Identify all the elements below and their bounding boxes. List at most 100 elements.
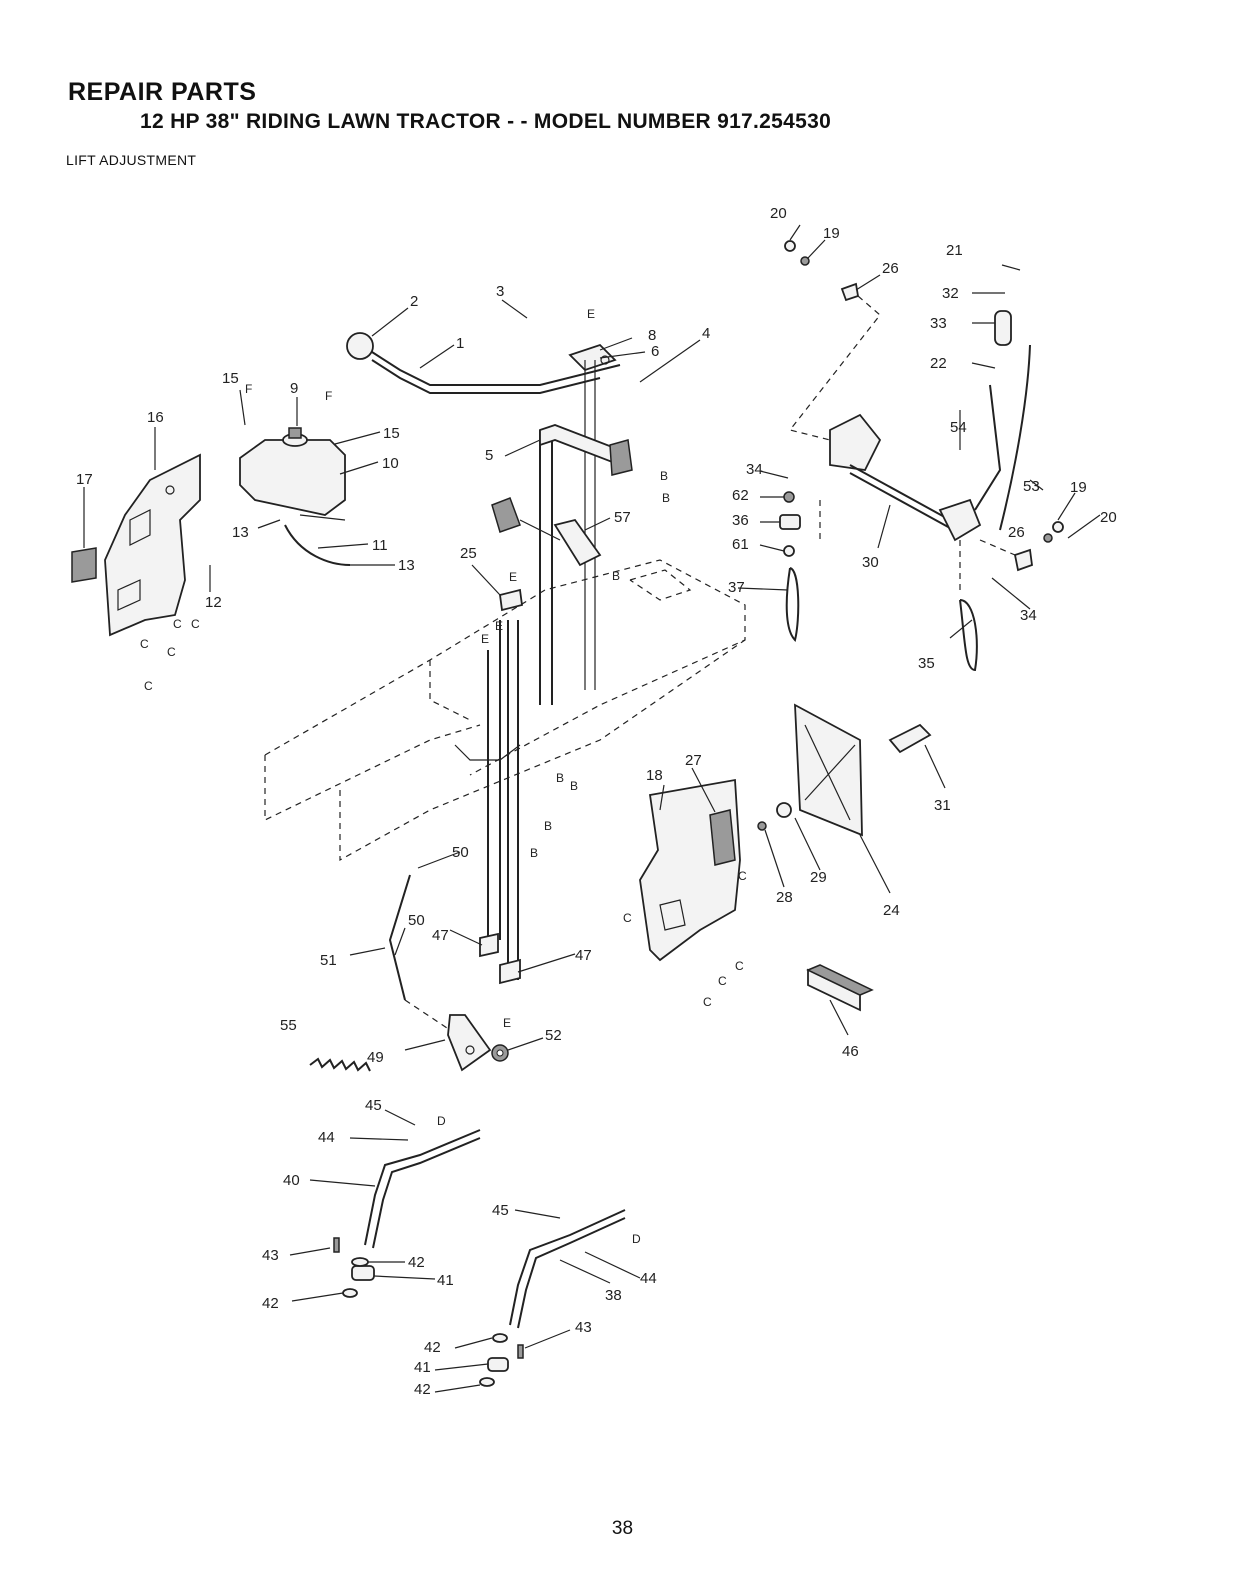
callout-43-left: 43 (262, 1247, 279, 1264)
connector-f: F (245, 382, 252, 396)
callout-28: 28 (776, 889, 793, 906)
callout-55: 55 (280, 1017, 297, 1034)
callout-50-top: 50 (452, 844, 469, 861)
callout-20-right: 20 (1100, 509, 1117, 526)
connector-e: E (587, 307, 595, 321)
connector-c: C (173, 617, 182, 631)
callout-17: 17 (76, 471, 93, 488)
callout-51: 51 (320, 952, 337, 969)
chassis-frame (264, 559, 746, 862)
callout-13-right: 13 (398, 557, 415, 574)
callout-40: 40 (283, 1172, 300, 1189)
lift-rods (487, 360, 596, 980)
callout-12: 12 (205, 594, 222, 611)
connector-b: B (556, 771, 564, 785)
page-title: REPAIR PARTS (68, 78, 257, 106)
callout-43-right: 43 (575, 1319, 592, 1336)
callout-44-left: 44 (318, 1129, 335, 1146)
washer-29 (776, 802, 792, 818)
link-35 (959, 599, 978, 672)
callout-15-left: 15 (222, 370, 239, 387)
page-number: 38 (611, 1518, 634, 1539)
connector-b: B (662, 491, 670, 505)
spring-55 (309, 1057, 371, 1072)
lift-lever (346, 332, 621, 394)
callout-52: 52 (545, 1027, 562, 1044)
callout-45-left: 45 (365, 1097, 382, 1114)
callout-42-b: 42 (262, 1295, 279, 1312)
callout-49: 49 (367, 1049, 384, 1066)
callout-19-top: 19 (823, 225, 840, 242)
callout-1: 1 (456, 335, 464, 352)
callout-26-right: 26 (1008, 524, 1025, 541)
seat-support-24 (794, 703, 863, 837)
callout-29: 29 (810, 869, 827, 886)
page-subtitle: 12 HP 38" RIDING LAWN TRACTOR - - MODEL … (140, 110, 832, 133)
pad-46 (806, 964, 874, 1012)
connector-b: B (544, 819, 552, 833)
callout-19-right: 19 (1070, 479, 1087, 496)
dashed-guides-right (788, 295, 1016, 590)
connector-c: C (735, 959, 744, 973)
bracket-5 (539, 424, 633, 476)
hardware-36-61-62 (779, 491, 801, 557)
connector-c: C (703, 995, 712, 1009)
callout-57: 57 (614, 509, 631, 526)
callout-34-left: 34 (746, 461, 763, 478)
hardware-19-20-26 (784, 240, 1064, 572)
callout-25: 25 (460, 545, 477, 562)
connector-c: C (191, 617, 200, 631)
connector-e: E (509, 570, 517, 584)
callout-9: 9 (290, 380, 298, 397)
callout-50-lower: 50 (408, 912, 425, 929)
connector-b: B (660, 469, 668, 483)
callout-30: 30 (862, 554, 879, 571)
callout-6: 6 (651, 343, 659, 360)
block-25 (499, 588, 523, 612)
lift-arm-38 (479, 1209, 626, 1387)
connector-d: D (437, 1114, 446, 1128)
connector-b: B (570, 779, 578, 793)
lift-arm-40 (333, 1129, 481, 1298)
connector-letters: E E E E E F F B B B B B B B C C C C C C … (140, 307, 747, 1246)
lift-shaft-30 (829, 413, 982, 542)
callout-24: 24 (883, 902, 900, 919)
leader-lines (83, 224, 1101, 1393)
lift-link-51 (388, 874, 451, 1031)
callout-31: 31 (934, 797, 951, 814)
callout-45-right: 45 (492, 1202, 509, 1219)
nut-28 (757, 821, 767, 831)
callout-33: 33 (930, 315, 947, 332)
pivot-bracket (568, 343, 617, 372)
callout-42-d: 42 (414, 1381, 431, 1398)
connector-c: C (623, 911, 632, 925)
connector-b: B (612, 569, 620, 583)
fuel-line-11 (284, 524, 351, 566)
callout-46: 46 (842, 1043, 859, 1060)
callout-26-top: 26 (882, 260, 899, 277)
bolt-31 (888, 723, 932, 754)
callout-47-right: 47 (575, 947, 592, 964)
connector-e: E (495, 619, 503, 633)
callout-61: 61 (732, 536, 749, 553)
fuel-tank (239, 427, 346, 521)
callout-41-right: 41 (414, 1359, 431, 1376)
lever-53 (974, 344, 1031, 531)
connector-c: C (144, 679, 153, 693)
callout-8: 8 (648, 327, 656, 344)
connector-c: C (167, 645, 176, 659)
callout-32: 32 (942, 285, 959, 302)
callout-44-right: 44 (640, 1270, 657, 1287)
callout-36: 36 (732, 512, 749, 529)
callout-62: 62 (732, 487, 749, 504)
connector-e: E (503, 1016, 511, 1030)
fender-panel-left (104, 453, 201, 637)
callout-42-c: 42 (424, 1339, 441, 1356)
callout-27: 27 (685, 752, 702, 769)
link-37 (785, 567, 800, 642)
callout-2: 2 (410, 293, 418, 310)
callout-21: 21 (946, 242, 963, 259)
callout-47-left: 47 (432, 927, 449, 944)
callout-34-right: 34 (1020, 607, 1037, 624)
